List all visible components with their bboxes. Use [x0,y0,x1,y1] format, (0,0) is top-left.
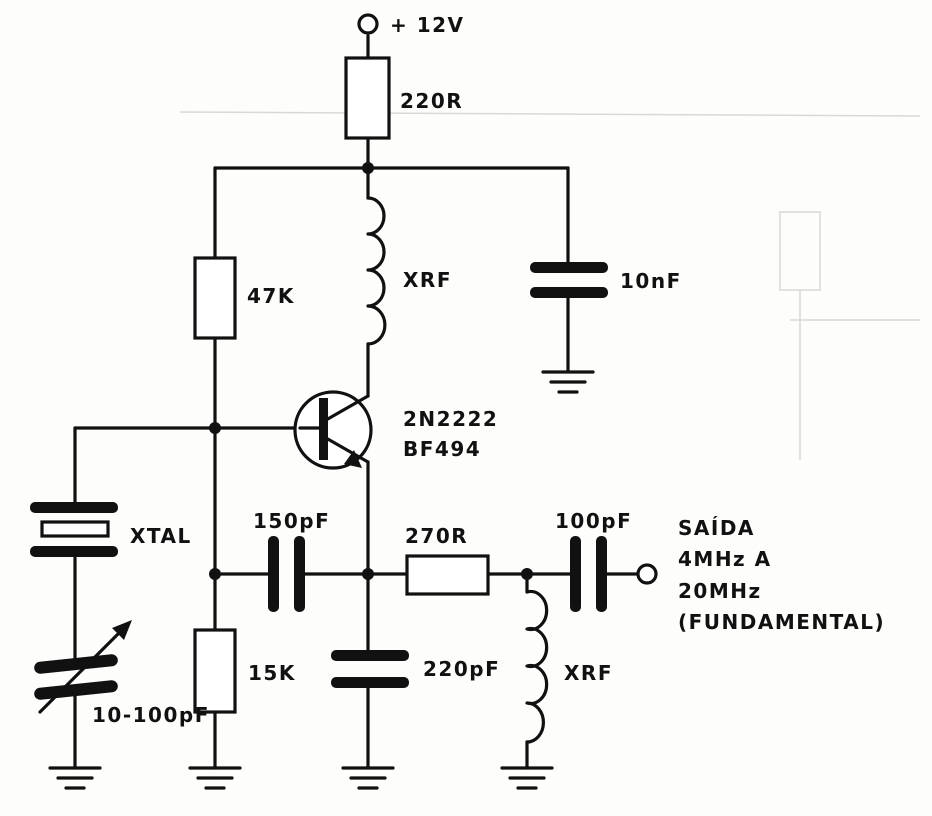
ground-output-choke [500,766,554,790]
choke-output [525,589,549,744]
resistor-220r [344,56,391,140]
capacitor-220pf [331,650,409,688]
choke-collector-label: XRF [403,268,452,292]
transistor-npn [293,390,373,470]
output-terminal [636,563,658,585]
resistor-220r-label: 220R [400,89,463,113]
output-label-line1: SAÍDA [678,516,755,540]
output-label-line2: 4MHz A [678,547,772,571]
resistor-47k [193,256,237,340]
resistor-15k [193,628,237,714]
resistor-47k-label: 47K [247,284,295,308]
supply-terminal [357,13,379,35]
ground-crystal [48,766,102,790]
choke-output-label: XRF [564,661,613,685]
paper-bleed-marks [179,111,921,460]
trimmer-capacitor [34,620,132,714]
capacitor-10nf-label: 10nF [620,269,682,293]
ground-15k [188,766,242,790]
choke-collector [366,196,387,346]
ground-10nf [541,370,595,394]
capacitor-10nf [530,262,608,298]
capacitor-220pf-label: 220pF [423,657,500,681]
capacitor-100pf [570,536,607,612]
resistor-270r [405,554,490,596]
ground-220pf [341,766,395,790]
capacitor-150pf [268,536,305,612]
transistor-label-line2: BF494 [403,437,481,461]
trimmer-label: 10-100pF [92,703,210,727]
supply-label: + 12V [390,13,465,37]
crystal-label: XTAL [130,524,192,548]
wires [73,34,640,770]
resistor-270r-label: 270R [405,524,468,548]
transistor-label-line1: 2N2222 [403,407,498,431]
crystal-xtal [30,502,118,557]
resistor-15k-label: 15K [248,661,296,685]
capacitor-100pf-label: 100pF [555,509,632,533]
output-label-line4: (FUNDAMENTAL) [678,610,885,634]
output-label-line3: 20MHz [678,579,762,603]
capacitor-150pf-label: 150pF [253,509,330,533]
junction-dots [209,162,533,580]
